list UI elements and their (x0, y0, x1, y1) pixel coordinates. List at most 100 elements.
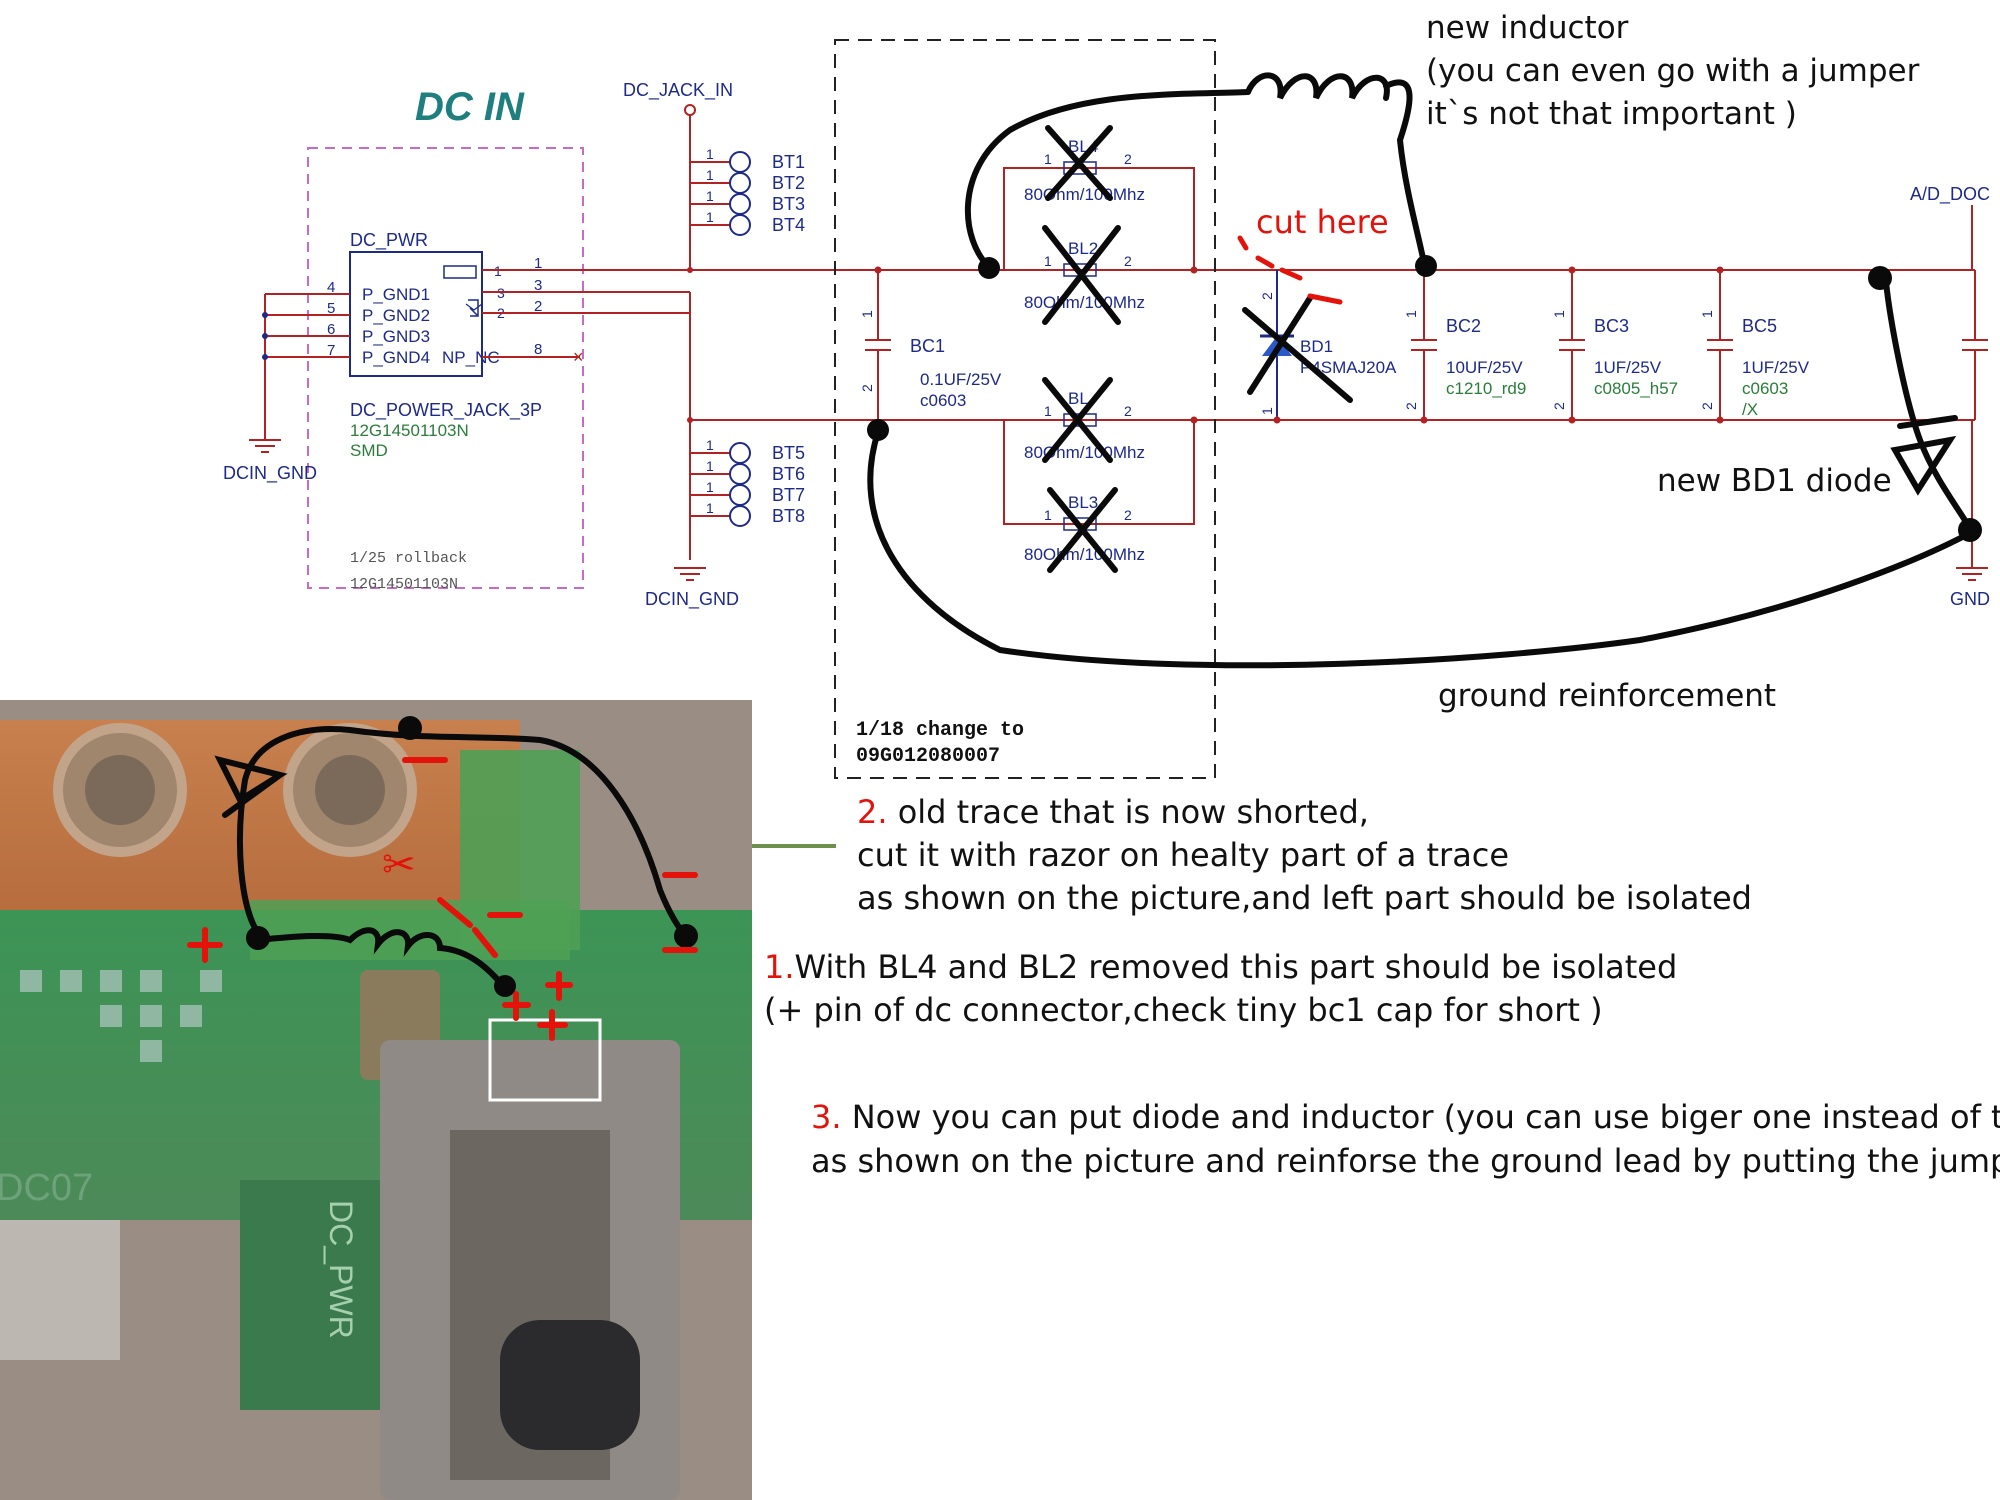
svg-text:8: 8 (534, 341, 542, 358)
photo-diode-wire (237, 726, 689, 939)
connector-part: DC_POWER_JACK_3P (350, 400, 542, 421)
net-port-icon (684, 104, 696, 116)
test-point-label: BT3 (772, 194, 805, 214)
svg-text:1: 1 (1551, 310, 1567, 318)
svg-text:5: 5 (327, 300, 335, 317)
new-diode-icon (1890, 415, 1958, 496)
dcin-gnd-label-left: DCIN_GND (223, 463, 317, 484)
schematic-title: DC IN (415, 85, 525, 129)
svg-text:2: 2 (859, 384, 875, 392)
svg-text:2: 2 (1124, 507, 1132, 523)
cap-value: 1UF/25V (1594, 358, 1662, 377)
svg-text:2: 2 (1259, 292, 1275, 300)
cut-here-label: cut here (1256, 203, 1389, 241)
scissors-icon: ✂ (382, 843, 416, 887)
connector-package: SMD (350, 441, 388, 460)
cap-value: 10UF/25V (1446, 358, 1523, 377)
nc-x-mark-icon: × (573, 347, 584, 367)
svg-text:1: 1 (706, 500, 714, 516)
bead-value: 80Ohm/100Mhz (1024, 293, 1145, 312)
new-diode-wire (1883, 279, 1975, 535)
right-edge-capacitor-icon (1962, 270, 1988, 420)
dcin-gnd-symbol-left (249, 439, 281, 453)
pin-np-nc: NP_NC (442, 348, 500, 367)
step2-line1: 2. old trace that is now shorted, (857, 793, 1369, 831)
rollback-part: 12G14501103N (350, 576, 458, 593)
bd1-part: P4SMAJ20A (1300, 358, 1397, 377)
dcin-gnd-label-middle: DCIN_GND (645, 589, 739, 610)
step2-line3: as shown on the picture,and left part sh… (857, 879, 1752, 917)
cap-package: c1210_rd9 (1446, 379, 1526, 398)
svg-text:1: 1 (534, 255, 542, 272)
solder-point (867, 419, 889, 441)
step3-line1: 3. Now you can put diode and inductor (y… (811, 1098, 2000, 1136)
new-inductor-wire-left (964, 89, 1251, 271)
svg-text:1: 1 (1044, 507, 1052, 523)
dc-connector-highlight-box (488, 1018, 602, 1102)
svg-text:1: 1 (1403, 310, 1419, 318)
svg-text:1: 1 (706, 458, 714, 474)
silkscreen-partial: DC07 (0, 1167, 93, 1209)
jack-symbol-icon (443, 265, 477, 279)
new-inductor-note: (you can even go with a jumper (1426, 53, 1920, 89)
cut-mark (1237, 235, 1343, 305)
ink-annotations (867, 72, 1975, 669)
inductor-coil-icon (1245, 72, 1390, 101)
svg-text:2: 2 (534, 298, 542, 315)
bead-ref: BL (1068, 389, 1089, 408)
new-diode-label: new BD1 diode (1657, 463, 1892, 499)
net-dc-jack-in: DC_JACK_IN (623, 80, 733, 101)
svg-text:1: 1 (706, 209, 714, 225)
svg-text:2: 2 (1551, 402, 1567, 410)
test-point-icon (729, 172, 751, 194)
connector-name: DC_PWR (350, 230, 428, 251)
new-inductor-wire-right (1383, 79, 1428, 271)
svg-text:2: 2 (1124, 151, 1132, 167)
bead-value: 80Ohm/100Mhz (1024, 185, 1145, 204)
test-point-label: BT7 (772, 485, 805, 505)
svg-text:7: 7 (327, 342, 335, 359)
new-inductor-note2: it`s not that important ) (1426, 96, 1797, 132)
pcb-photo: DC_PWR DC07 ✂ (0, 700, 752, 1500)
bulk-capacitors: BC210UF/25Vc1210_rd912BC31UF/25Vc0805_h5… (1403, 266, 1810, 424)
cap-package: c0805_h57 (1594, 379, 1678, 398)
svg-text:1: 1 (1699, 310, 1715, 318)
test-point-label: BT2 (772, 173, 805, 193)
change-note-line1: 1/18 change to (856, 719, 1024, 742)
cap-package: c0603 (1742, 379, 1788, 398)
test-point-label: BT1 (772, 152, 805, 172)
step2-line2: cut it with razor on healty part of a tr… (857, 836, 1510, 874)
svg-text:2: 2 (1699, 402, 1715, 410)
bd1-ref: BD1 (1300, 337, 1333, 356)
svg-text:1: 1 (1044, 403, 1052, 419)
test-point-icon (729, 193, 751, 215)
solder-point (1958, 518, 1982, 542)
svg-text:1: 1 (1259, 407, 1275, 415)
dcin-gnd-symbol-middle (674, 567, 706, 581)
bead-ref: BL3 (1068, 493, 1098, 512)
pin-p-gnd1: P_GND1 (362, 285, 430, 304)
test-point-label: BT5 (772, 443, 805, 463)
test-point-icon (729, 151, 751, 173)
svg-text:1: 1 (1044, 253, 1052, 269)
bc1-package: c0603 (920, 391, 966, 410)
net-a-d-doc: A/D_DOC (1910, 184, 1990, 205)
step3-line2: as shown on the picture and reinforse th… (811, 1142, 2000, 1180)
svg-text:6: 6 (327, 321, 335, 338)
connector-part-no: 12G14501103N (350, 421, 469, 440)
step1-line2: (+ pin of dc connector,check tiny bc1 ca… (764, 991, 1603, 1029)
cap-ref: BC2 (1446, 316, 1481, 336)
solder-point (1415, 255, 1437, 277)
pin-p-gnd4: P_GND4 (362, 348, 430, 367)
cap-extra: /X (1742, 400, 1758, 419)
svg-text:1: 1 (706, 146, 714, 162)
cap-value: 1UF/25V (1742, 358, 1810, 377)
test-point-icon (729, 484, 751, 506)
pin-p-gnd3: P_GND3 (362, 327, 430, 346)
bead-value: 80Ohm/100Mhz (1024, 545, 1145, 564)
gnd-symbol-right (1956, 567, 1988, 581)
bc1-capacitor-icon (865, 270, 891, 420)
